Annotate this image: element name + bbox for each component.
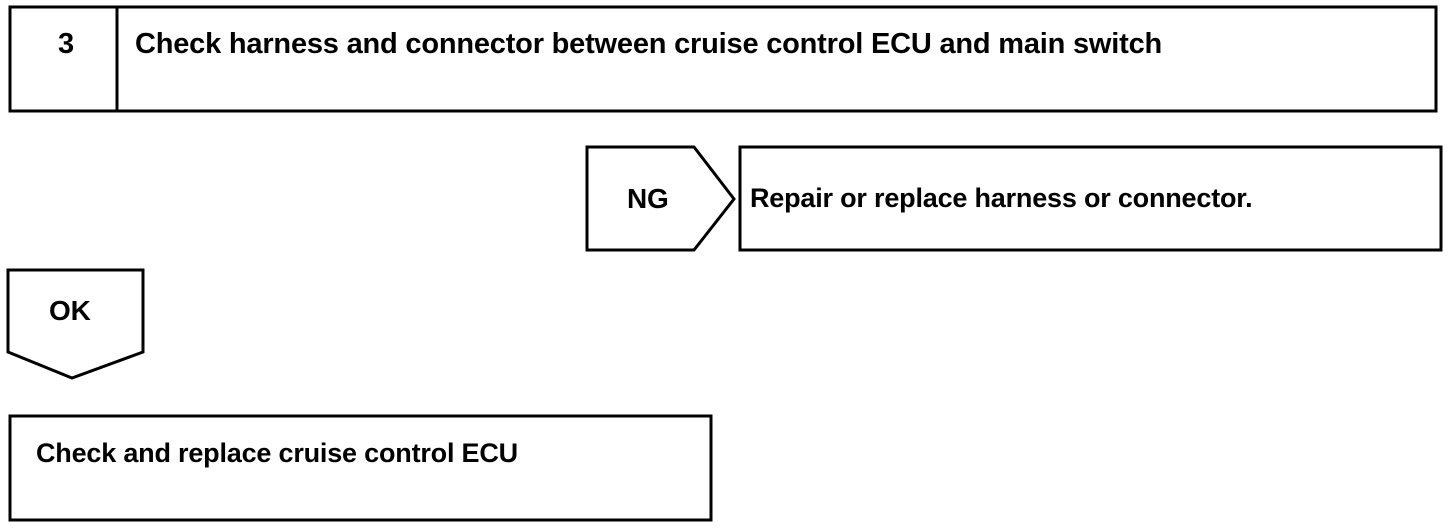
ng-action-text: Repair or replace harness or connector. [750, 183, 1253, 213]
final-action-box [8, 414, 713, 522]
ng-arrow [585, 145, 736, 252]
ng-action-box [738, 145, 1443, 252]
ok-label: OK [49, 295, 91, 326]
ok-arrow [6, 268, 145, 380]
ng-label: NG [627, 183, 669, 214]
step-box [8, 5, 1438, 113]
step-title: Check harness and connector between crui… [135, 28, 1163, 60]
final-action-text: Check and replace cruise control ECU [36, 438, 518, 468]
step-number: 3 [58, 28, 74, 60]
